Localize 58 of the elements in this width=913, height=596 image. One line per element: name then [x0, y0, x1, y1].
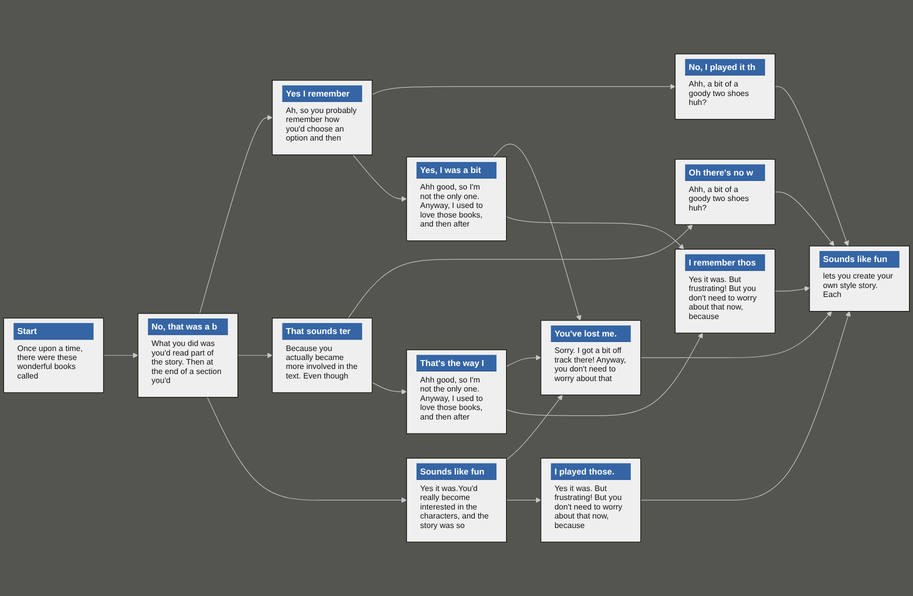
arrow — [506, 216, 684, 250]
arrow — [774, 286, 810, 292]
passage-card — [674, 159, 776, 225]
arrow — [348, 224, 693, 318]
passage-title: I played those. — [550, 463, 631, 480]
passage-title: No, I played it th — [685, 58, 766, 76]
passage-title: Start — [14, 323, 94, 340]
passage-card — [272, 318, 372, 393]
passage-title: I remember thos — [685, 254, 766, 271]
passage-card — [674, 54, 776, 120]
passage-card — [809, 246, 910, 312]
arrow — [493, 144, 582, 321]
passage-title: That's the way I — [416, 354, 497, 372]
arrow — [103, 352, 138, 358]
passage-title: Yes, I was a bit — [416, 162, 497, 179]
passage-card — [540, 458, 641, 542]
passage-text: Ahh, a bit of a goody two shoes huh? — [688, 184, 750, 214]
passage-title: You've lost me. — [550, 325, 631, 342]
passage-text: Ahh, a bit of a goody two shoes huh? — [688, 78, 750, 109]
arrow — [506, 332, 703, 416]
passage-card — [406, 458, 507, 542]
passage-text: Sorry. I got a bit off track there! Anyway, you don't need to worry about that — [553, 344, 627, 385]
arrow — [506, 354, 542, 367]
passage-title: Yes I remember — [282, 85, 362, 102]
passage-text: What you did was you'd read part of the story. Then at the end of a section you'd — [150, 338, 222, 387]
passage-text: Yes it was.You'd really become interested in the characters, and the story was so — [419, 482, 490, 532]
arrow — [774, 86, 849, 246]
arrow — [774, 192, 834, 246]
passage-title: That sounds ter — [282, 323, 362, 340]
passage-card — [272, 80, 372, 156]
passage-text: lets you create your own style story. Each — [822, 270, 894, 301]
passage-card — [540, 320, 641, 396]
passage-card — [3, 318, 104, 393]
arrow — [199, 114, 273, 314]
passage-title: No, that was a b — [148, 318, 228, 336]
passage-text: Once upon a time, there were these wonderful books called — [16, 342, 84, 382]
arrow — [207, 396, 407, 503]
passage-title: Oh there's no w — [685, 164, 766, 181]
passage-card — [138, 313, 238, 398]
arrow — [372, 84, 676, 95]
passage-text: Yes it was. But frustrating! But you don't need to worry about that now, because — [553, 482, 624, 532]
passage-title: Sounds like fun — [416, 463, 497, 480]
passage-title: Sounds like fun — [819, 250, 900, 268]
arrow — [238, 352, 273, 358]
passage-card — [406, 156, 507, 242]
passage-text: Ahh good, so I'm not the only one. Anyway, I used to love those books, and then after — [419, 374, 484, 424]
passage-card — [674, 248, 776, 334]
passage-card — [406, 350, 507, 434]
passage-text: Because you actually became more involved in the text. Even though — [284, 342, 359, 382]
arrow — [640, 311, 832, 358]
arrow — [352, 154, 407, 202]
arrow — [506, 394, 563, 460]
arrow — [372, 382, 407, 394]
arrow — [506, 497, 542, 503]
passage-text: Ah, so you probably remember how you'd choose an option and then — [284, 104, 358, 145]
arrow — [640, 311, 851, 500]
passage-text: Ahh good, so I'm not the only one. Anyway, I used to love those books, and then after — [419, 181, 484, 230]
passage-text: Yes it was. But frustrating! But you don't need to worry about that now, because — [688, 274, 758, 323]
